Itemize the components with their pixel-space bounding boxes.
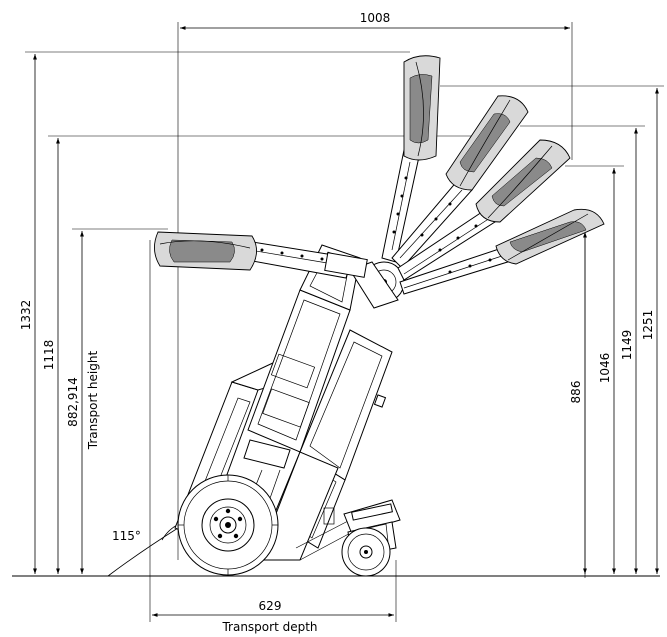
height-1251-dimension: 1251 (440, 85, 664, 574)
handle-3 (475, 139, 571, 223)
height-1046-dimension: 1046 (565, 165, 624, 574)
svg-text:Transport height: Transport height (86, 351, 100, 451)
height-886-dimension: 886 (569, 228, 592, 578)
machine-drawing (154, 55, 605, 577)
height-1118-label: 1118 (42, 340, 56, 371)
tiller-left (235, 239, 368, 279)
height-1149-dimension: 1149 (520, 125, 645, 574)
main-wheel (177, 474, 279, 576)
transport-height-value: 882,914 (66, 377, 80, 427)
tiller-4 (399, 245, 515, 295)
handle-left (154, 231, 257, 271)
transport-height-dimension: 882,914 Transport height (66, 228, 168, 574)
width-dimension-label: 1008 (360, 11, 391, 25)
transport-depth-value: 629 (259, 599, 282, 613)
lower-chassis (257, 451, 357, 561)
handle-vertical (403, 55, 441, 161)
height-1046-label: 1046 (598, 353, 612, 384)
height-1332-dimension: 1332 (19, 51, 410, 574)
height-1149-label: 1149 (620, 330, 634, 361)
height-1332-label: 1332 (19, 300, 33, 331)
height-886-label: 886 (569, 381, 583, 404)
transport-depth-label: Transport depth (221, 620, 317, 634)
handle-4 (495, 208, 605, 265)
transport-depth-dimension: 629 Transport depth (149, 240, 397, 634)
transport-height-label: Transport height (86, 351, 100, 451)
angle-label: 115° (112, 529, 141, 543)
caster-wheel (341, 499, 401, 577)
svg-text:882,914: 882,914 (66, 377, 80, 427)
angle-annotation: 115° (107, 521, 185, 577)
handle-2 (445, 95, 529, 191)
width-dimension: 1008 (177, 11, 573, 560)
height-1251-label: 1251 (641, 310, 655, 341)
